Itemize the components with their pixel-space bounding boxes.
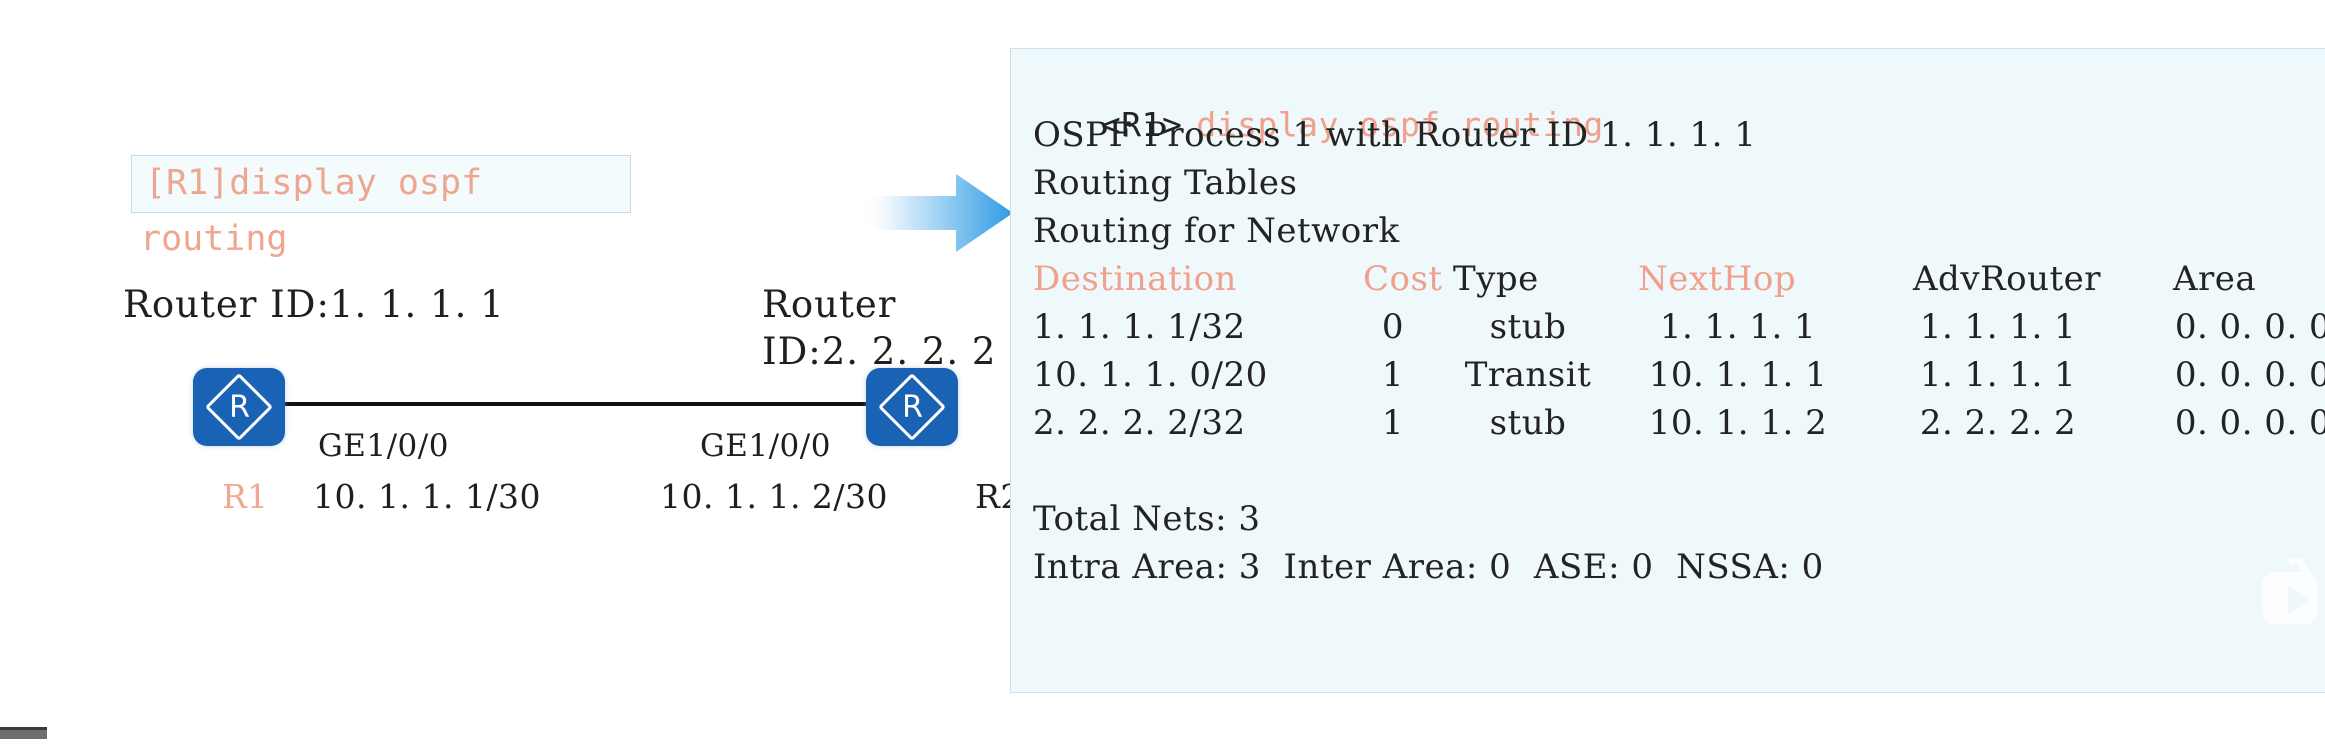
terminal-command: display ospf routing (1196, 105, 1604, 144)
terminal-info-line-3: Routing for Network (1033, 211, 1400, 251)
router-id-label-r1: Router ID:1. 1. 1. 1 (123, 283, 505, 326)
column-header-type: Type (1453, 259, 1539, 299)
summary-total-nets: Total Nets: 3 (1033, 499, 1261, 539)
summary-area-counts: Intra Area: 3 Inter Area: 0 ASE: 0 NSSA:… (1033, 547, 1824, 587)
ip-label-r1: 10. 1. 1. 1/30 (313, 477, 542, 516)
command-callout-line1: [R1]display ospf (145, 163, 483, 203)
router-glyph-label: R (229, 389, 250, 425)
cell-type: Transit (1464, 355, 1592, 395)
cell-destination: 10. 1. 1. 0/20 (1033, 355, 1268, 395)
cell-advrouter: 2. 2. 2. 2 (1919, 403, 2077, 443)
ip-label-r2: 10. 1. 1. 2/30 (660, 477, 889, 516)
command-callout-line2: routing (140, 219, 288, 259)
terminal-info-line-2: Routing Tables (1033, 163, 1298, 203)
router-glyph-label: R (902, 389, 923, 425)
cell-nexthop: 1. 1. 1. 1 (1659, 307, 1817, 347)
network-link-line (284, 402, 868, 406)
column-header-area: Area (2173, 259, 2257, 299)
cell-nexthop: 10. 1. 1. 1 (1648, 355, 1828, 395)
terminal-info-line-1: OSPF Process 1 with Router ID 1. 1. 1. 1 (1033, 115, 1757, 155)
terminal-command-line: <R1> display ospf routing (1033, 65, 1604, 185)
cell-advrouter: 1. 1. 1. 1 (1919, 307, 2077, 347)
corner-marker-bar (0, 727, 47, 739)
terminal-prompt: <R1> (1100, 105, 1183, 144)
router-name-label-r1: R1 (222, 477, 268, 516)
column-header-destination: Destination (1033, 259, 1237, 299)
interface-label-r1: GE1/0/0 (318, 428, 449, 464)
cell-area: 0. 0. 0. 0 (2174, 403, 2325, 443)
command-callout-box (131, 155, 631, 213)
cell-area: 0. 0. 0. 0 (2174, 355, 2325, 395)
column-header-cost: Cost (1363, 259, 1443, 299)
cell-destination: 2. 2. 2. 2/32 (1033, 403, 1246, 443)
router-icon-r2[interactable]: R (866, 368, 958, 446)
cell-type: stub (1489, 403, 1567, 443)
terminal-output-panel: <R1> display ospf routing OSPF Process 1 … (1010, 48, 2325, 693)
router-icon-r1[interactable]: R (193, 368, 285, 446)
cell-cost: 1 (1381, 355, 1405, 395)
cell-nexthop: 10. 1. 1. 2 (1648, 403, 1828, 443)
cell-cost: 1 (1381, 403, 1405, 443)
column-header-advrouter: AdvRouter (1913, 259, 2102, 299)
cell-type: stub (1489, 307, 1567, 347)
router-id-label-r2-line1: Router (762, 283, 897, 326)
right-arrow-icon (860, 172, 1015, 254)
cell-destination: 1. 1. 1. 1/32 (1033, 307, 1246, 347)
cell-advrouter: 1. 1. 1. 1 (1919, 355, 2077, 395)
interface-label-r2: GE1/0/0 (700, 428, 831, 464)
cell-area: 0. 0. 0. 0 (2174, 307, 2325, 347)
play-badge-icon (2258, 556, 2320, 636)
router-id-label-r2-line2: ID:2. 2. 2. 2 (762, 330, 997, 373)
column-header-nexthop: NextHop (1638, 259, 1797, 299)
cell-cost: 0 (1381, 307, 1405, 347)
